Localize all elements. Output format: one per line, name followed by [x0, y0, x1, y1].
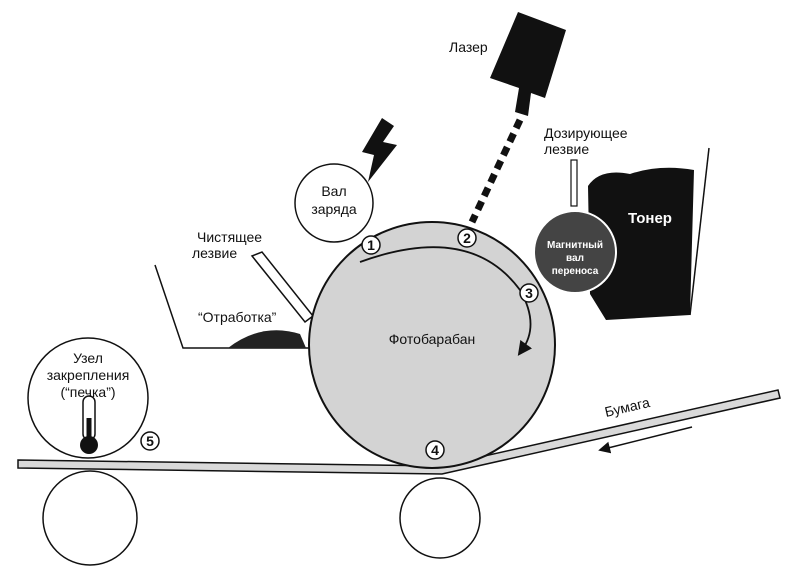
dosing-blade-label-line2: лезвие — [544, 141, 589, 157]
rotation-arrow — [359, 246, 533, 356]
waste-label: “Отработка” — [198, 309, 277, 325]
svg-text:5: 5 — [146, 433, 154, 449]
svg-text:3: 3 — [525, 285, 533, 301]
step-marker-1: 1 — [361, 235, 381, 255]
laser-label: Лазер — [449, 39, 488, 55]
charge-roller — [294, 163, 374, 243]
step-marker-5: 5 — [140, 431, 160, 451]
photodrum — [308, 221, 556, 469]
toner-hopper — [588, 167, 694, 320]
charge-roller-label-line1: Вал — [321, 183, 346, 199]
paper-direction-arrow — [598, 426, 693, 454]
fuser-label-line1: Узел — [73, 350, 103, 366]
laser-beam — [468, 118, 524, 224]
toner-label: Тонер — [628, 210, 672, 227]
thermometer-icon — [80, 395, 98, 454]
paper-label: Бумага — [603, 394, 651, 420]
step-marker-3: 3 — [519, 283, 539, 303]
waste-toner-pile — [228, 330, 306, 348]
transfer-lower-roller — [399, 477, 481, 559]
fuser-label-line2: закрепления — [47, 367, 130, 383]
fuser-label-line3: (“печка”) — [60, 384, 115, 400]
magnetic-roller-label-line2: вал — [566, 253, 584, 264]
svg-text:4: 4 — [431, 442, 439, 458]
magnetic-roller-label-line3: переноса — [552, 266, 599, 277]
charge-roller-label-line2: заряда — [311, 201, 357, 217]
lightning-icon — [362, 118, 397, 182]
dosing-blade — [570, 159, 578, 207]
cleaning-blade-label-line2: лезвие — [192, 245, 237, 261]
hopper-wall — [689, 147, 710, 316]
fuser-lower-roller — [42, 470, 138, 566]
step-marker-2: 2 — [457, 228, 477, 248]
drum-label: Фотобарабан — [389, 331, 475, 347]
svg-text:1: 1 — [367, 237, 375, 253]
svg-text:2: 2 — [463, 230, 471, 246]
cleaning-blade-label-line1: Чистящее — [197, 229, 262, 245]
magnetic-roller — [533, 210, 617, 294]
dosing-blade-label-line1: Дозирующее — [544, 125, 628, 141]
magnetic-roller-label-line1: Магнитный — [547, 240, 603, 251]
step-marker-4: 4 — [425, 440, 445, 460]
laser-unit — [490, 12, 566, 116]
